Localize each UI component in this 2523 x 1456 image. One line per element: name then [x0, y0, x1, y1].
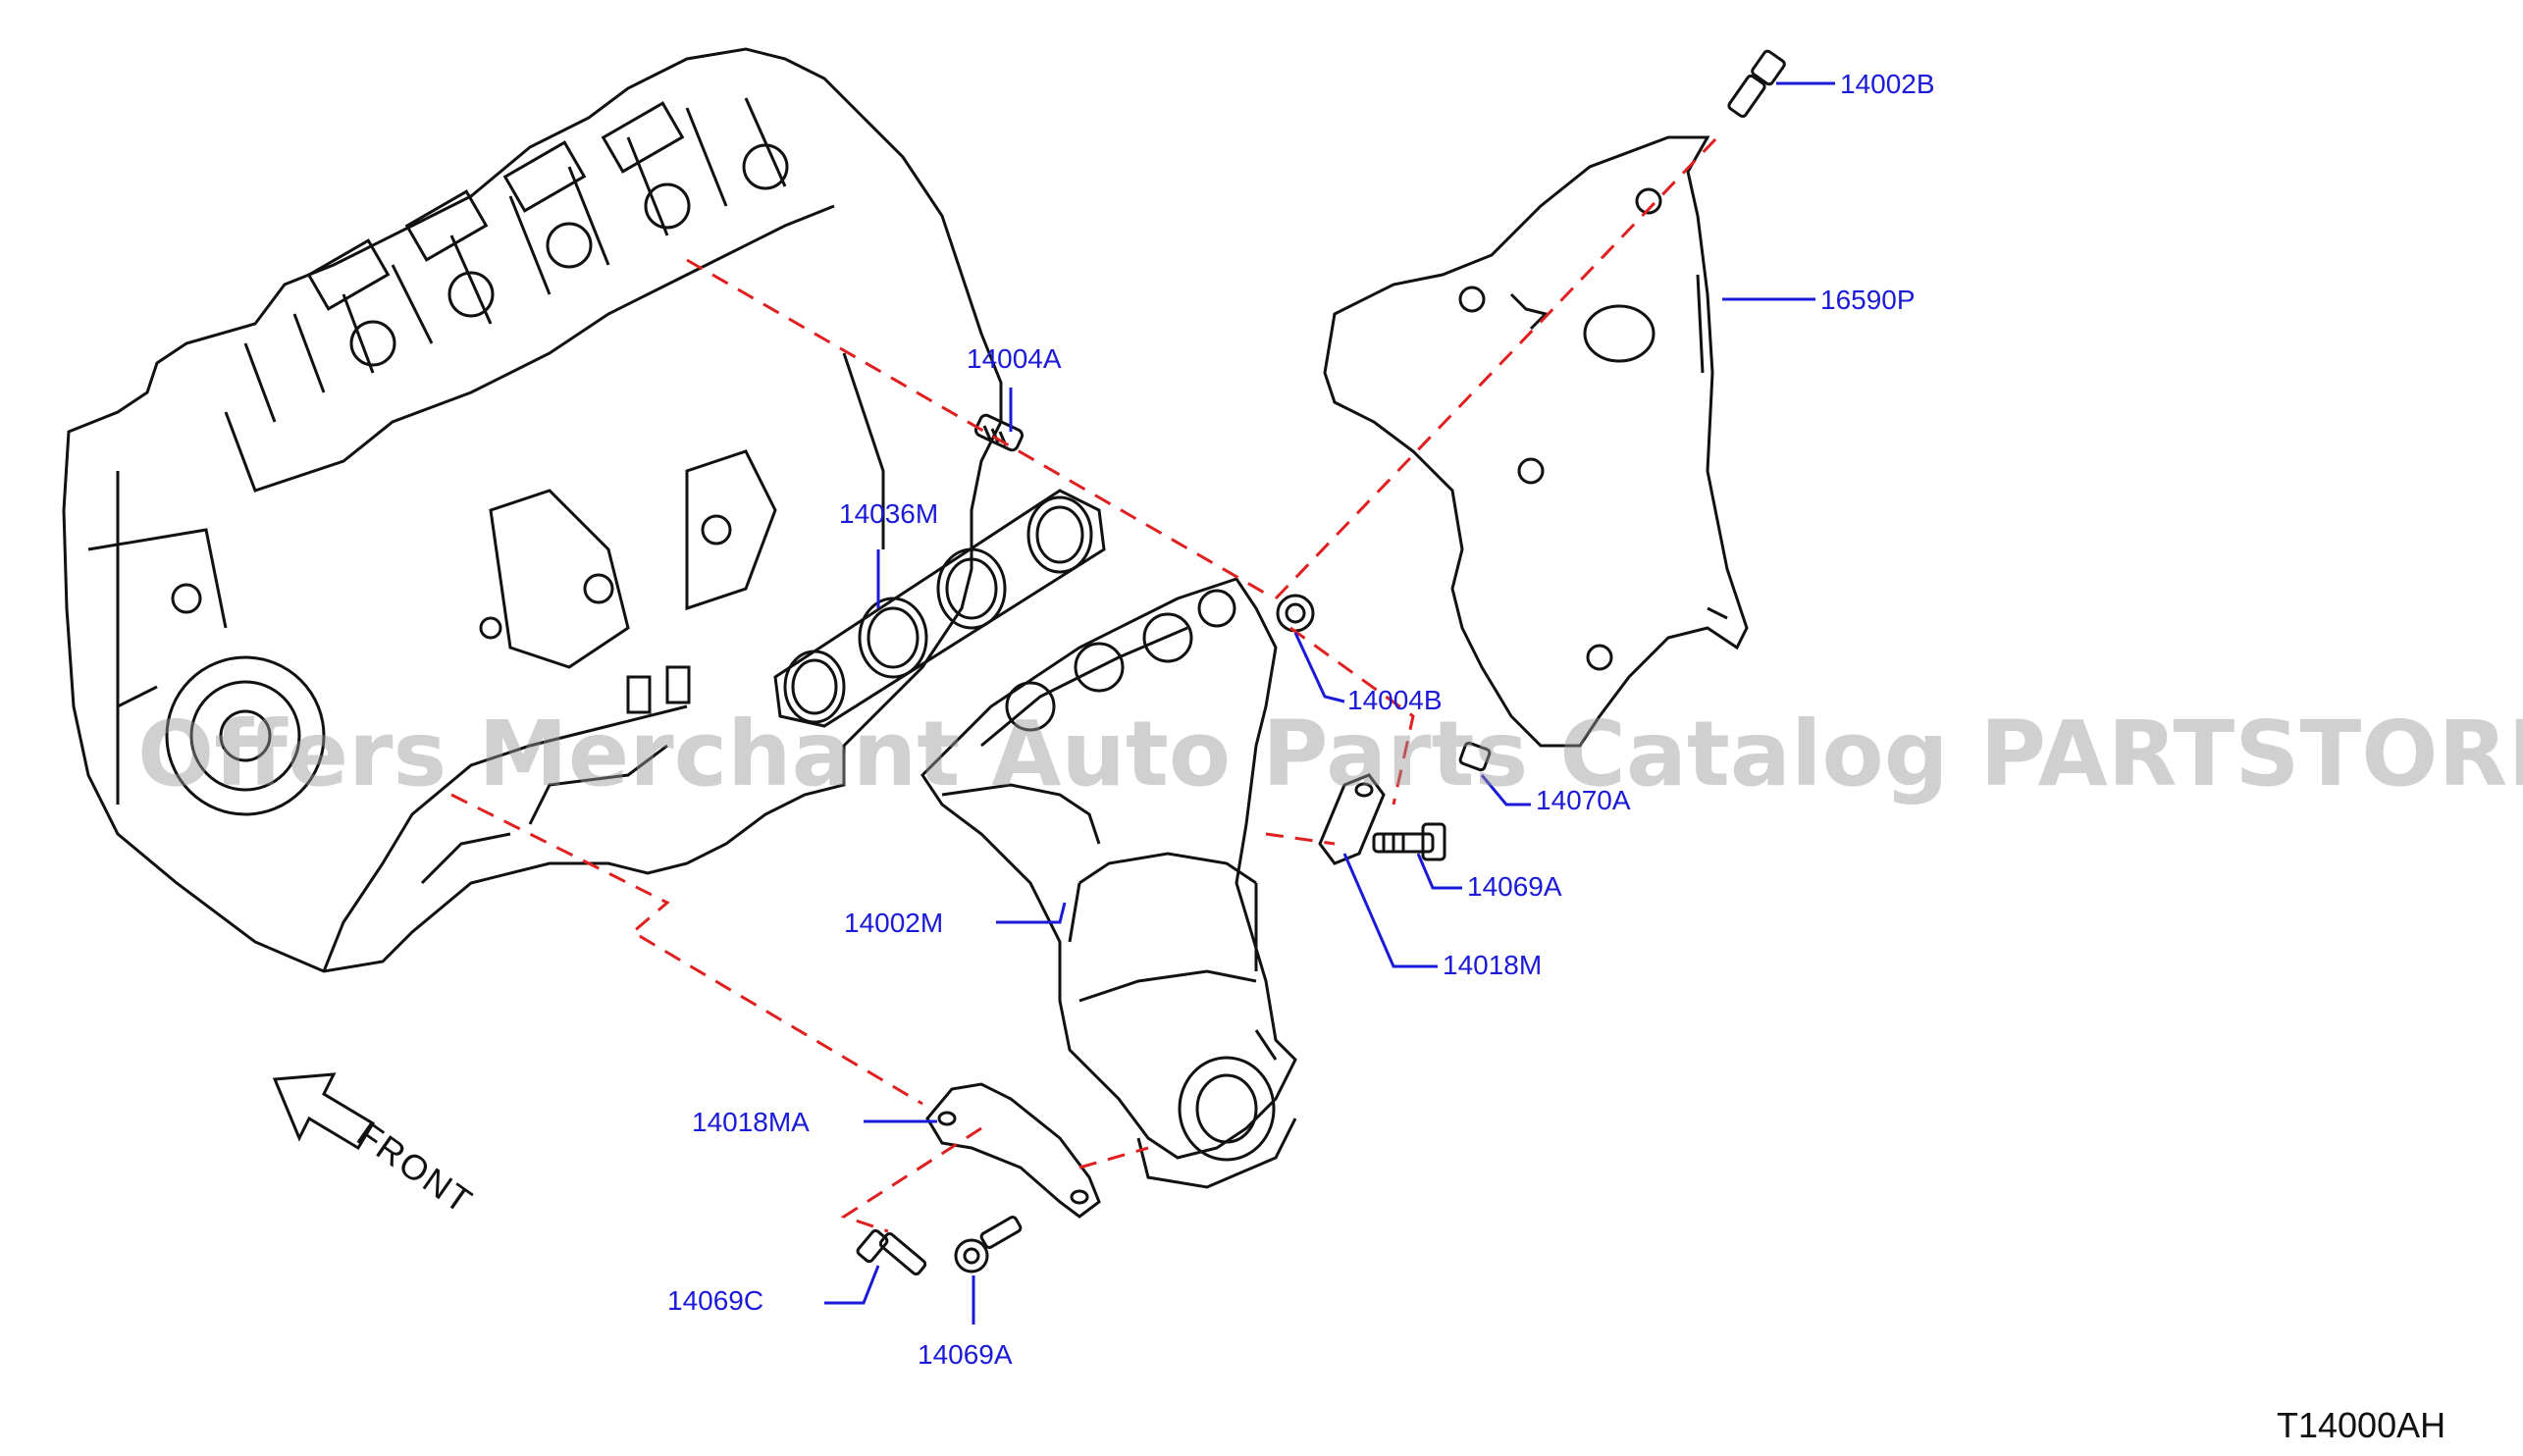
engine-block-drawing [62, 47, 1003, 973]
heat-shield-16590p-drawing [1323, 135, 1749, 748]
bracket-14018ma-drawing [925, 1082, 1101, 1219]
label-leader-lines [824, 81, 1835, 1325]
stud-14004a-drawing [973, 413, 1025, 452]
washer-14070a-drawing [1458, 741, 1492, 772]
front-arrow-icon [272, 1072, 376, 1151]
label-14002b: 14002B [1840, 69, 1935, 99]
label-14018ma: 14018MA [692, 1107, 810, 1137]
exhaust-manifold-drawing [920, 577, 1297, 1189]
bracket-14018m-drawing [1318, 773, 1386, 865]
label-14070a: 14070A [1536, 785, 1631, 815]
bolt-14069c-drawing [856, 1228, 927, 1276]
bolt-14069a-top-drawing [1372, 822, 1446, 861]
assembly-dashed-lines [450, 135, 1719, 1233]
label-14069a-bottom: 14069A [918, 1339, 1013, 1370]
label-14069a-top: 14069A [1467, 871, 1562, 902]
label-14036m: 14036M [839, 498, 939, 529]
exhaust-gasket-drawing [773, 489, 1106, 728]
nut-14004b-drawing [1276, 594, 1315, 633]
bolt-14069a-bottom-drawing [954, 1216, 1023, 1274]
label-14004b: 14004B [1347, 685, 1443, 715]
watermark-text: Offers Merchant Auto Parts Catalog PARTS… [137, 702, 2523, 806]
figure-code: T14000AH [2277, 1405, 2446, 1445]
label-16590p: 16590P [1820, 285, 1916, 315]
label-14004a: 14004A [967, 343, 1062, 374]
label-14069c: 14069C [667, 1285, 764, 1316]
bolt-14002b-drawing [1727, 49, 1786, 119]
label-14018m: 14018M [1443, 950, 1543, 980]
label-14002m: 14002M [844, 908, 944, 938]
